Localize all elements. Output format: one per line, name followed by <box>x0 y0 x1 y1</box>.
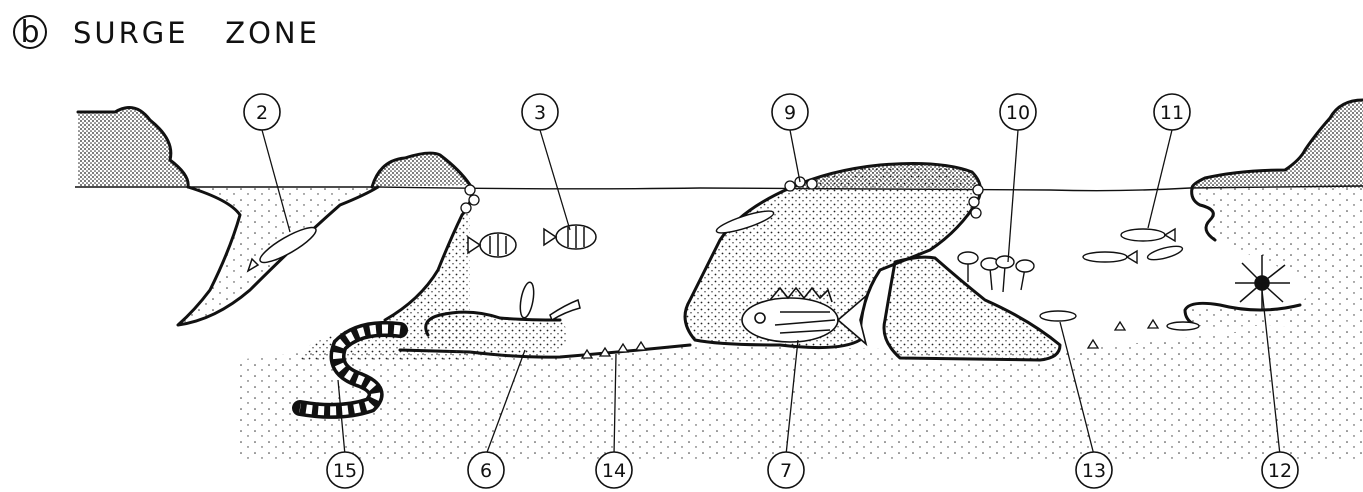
svg-text:3: 3 <box>534 102 546 124</box>
svg-text:11: 11 <box>1160 102 1184 124</box>
callout-11: 11 <box>1154 94 1190 130</box>
svg-text:12: 12 <box>1268 460 1292 482</box>
callout-9: 9 <box>772 94 808 130</box>
fish-11c <box>1146 244 1183 263</box>
fish-floor-right <box>1167 322 1199 330</box>
callout-12: 12 <box>1262 452 1298 488</box>
callout-7: 7 <box>768 452 804 488</box>
fish-6 <box>518 281 580 320</box>
svg-text:9: 9 <box>784 102 796 124</box>
inner-boulder <box>884 257 1060 360</box>
callout-2: 2 <box>244 94 280 130</box>
right-wall <box>1187 188 1363 327</box>
fish-13 <box>1040 311 1076 321</box>
callout-10: 10 <box>1000 94 1036 130</box>
diagram-title-text: SURGE ZONE <box>73 16 320 50</box>
callout-6: 6 <box>468 452 504 488</box>
svg-text:2: 2 <box>256 102 268 124</box>
diagram-title: b SURGE ZONE <box>14 15 320 50</box>
fish-11a <box>1121 229 1175 241</box>
svg-text:6: 6 <box>480 460 492 482</box>
callout-3: 3 <box>522 94 558 130</box>
svg-text:10: 10 <box>1006 102 1030 124</box>
mid-rock-top <box>372 153 470 187</box>
svg-text:15: 15 <box>333 460 357 482</box>
fish-11b <box>1083 251 1137 263</box>
callout-14: 14 <box>596 452 632 488</box>
fish-3a <box>468 233 516 257</box>
callout-13: 13 <box>1076 452 1112 488</box>
panel-letter: b <box>20 15 39 50</box>
svg-text:13: 13 <box>1082 460 1106 482</box>
callout-15: 15 <box>327 452 363 488</box>
svg-text:7: 7 <box>780 460 792 482</box>
svg-text:14: 14 <box>602 460 626 482</box>
